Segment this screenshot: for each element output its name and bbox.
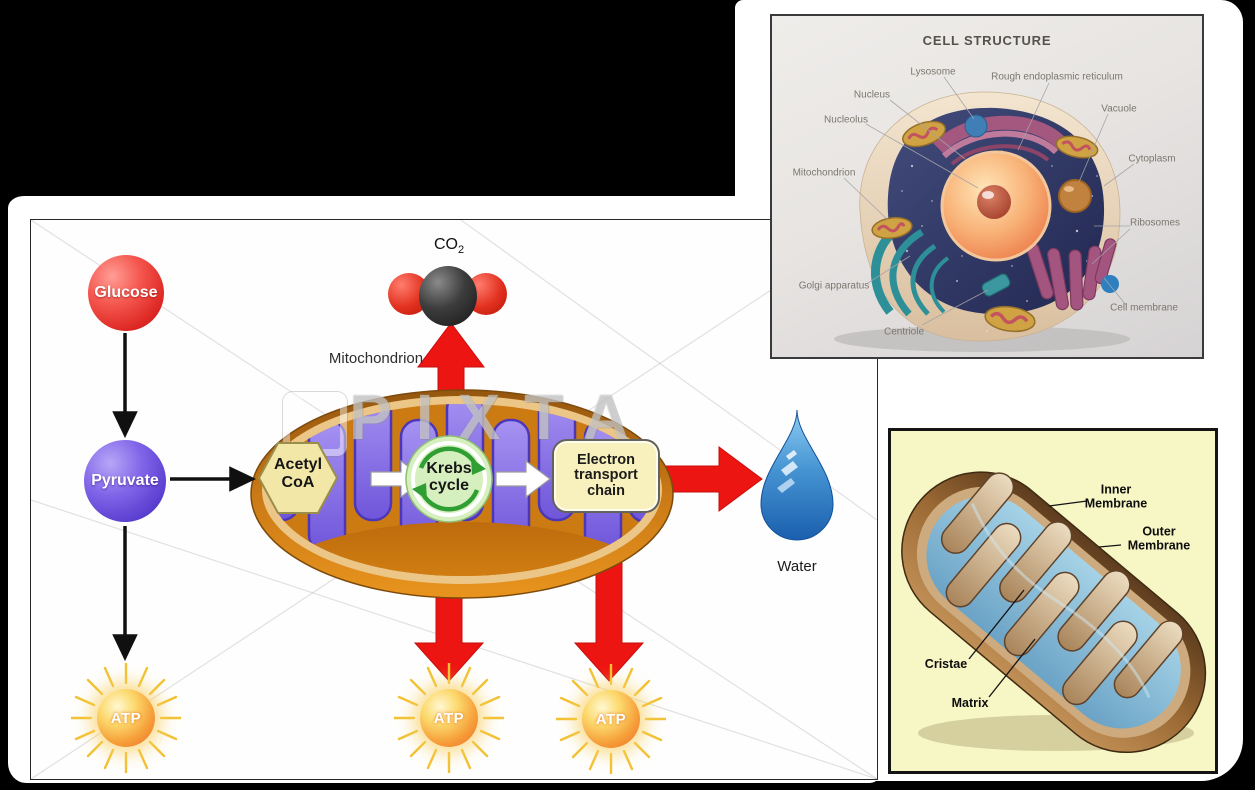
anatomy-leader-lines bbox=[968, 500, 1122, 698]
centriole-organelle bbox=[981, 273, 1011, 297]
cell-label-vacuole: Vacuole bbox=[1101, 103, 1137, 115]
cell-label-cytoplasm: Cytoplasm bbox=[1128, 153, 1176, 165]
water-label: Water bbox=[777, 558, 817, 575]
atp-ball: ATP bbox=[582, 690, 640, 748]
glucose-node: Glucose bbox=[88, 255, 164, 331]
anatomy-label-outer-membrane: Outer Membrane bbox=[1127, 524, 1191, 553]
vacuole-organelle bbox=[1058, 179, 1092, 213]
glucose-label: Glucose bbox=[94, 284, 158, 301]
mitochondrion-cross-section bbox=[901, 471, 1207, 754]
cell-label-cell-membrane: Cell membrane bbox=[1110, 302, 1178, 314]
mitochondrion-organelle bbox=[871, 120, 1099, 333]
sunburst-rays bbox=[394, 663, 504, 773]
mitochondrion-label: Mitochondrion bbox=[328, 350, 424, 367]
anatomy-label-cristae: Cristae bbox=[924, 656, 968, 671]
atp-label: ATP bbox=[110, 709, 142, 727]
respiration-overlay bbox=[112, 333, 551, 662]
cell-label-lysosome: Lysosome bbox=[910, 66, 956, 78]
sunburst-rays bbox=[71, 663, 181, 773]
mitochondrion-anatomy-panel[interactable]: Inner Membrane Outer Membrane Cristae Ma… bbox=[888, 428, 1218, 774]
cell-structure-panel[interactable]: CELL STRUCTURE bbox=[770, 14, 1204, 359]
anatomy-label-inner-membrane: Inner Membrane bbox=[1084, 482, 1148, 511]
atp-ball: ATP bbox=[97, 689, 155, 747]
cell-label-centriole: Centriole bbox=[883, 326, 925, 338]
sunburst-rays bbox=[556, 664, 666, 774]
arrow-krebs-to-etc bbox=[495, 459, 551, 499]
electron-transport-chain-node: Electron transport chain bbox=[552, 439, 660, 513]
cell-label-golgi: Golgi apparatus bbox=[798, 280, 870, 292]
ribosome-dot bbox=[1101, 275, 1119, 293]
atp-label: ATP bbox=[595, 710, 627, 728]
co2-label: CO2 bbox=[433, 236, 465, 257]
cell-structure-title: CELL STRUCTURE bbox=[922, 33, 1052, 48]
krebs-cycle-label: Krebs cycle bbox=[426, 460, 472, 495]
atp-burst-right: ATP bbox=[556, 664, 666, 774]
atp-ball: ATP bbox=[420, 689, 478, 747]
cell-illustration bbox=[834, 76, 1135, 352]
respiration-underlay bbox=[31, 220, 877, 779]
anatomy-label-matrix: Matrix bbox=[951, 695, 989, 710]
lysosome-organelle bbox=[964, 114, 988, 138]
etc-label: Electron transport chain bbox=[574, 451, 638, 499]
cell-label-mitochondrion: Mitochondrion bbox=[792, 167, 856, 179]
cell-label-rough-er: Rough endoplasmic reticulum bbox=[991, 71, 1123, 83]
atp-burst-left: ATP bbox=[71, 663, 181, 773]
acetyl-coa-label: Acetyl CoA bbox=[273, 456, 323, 491]
cristae-folds bbox=[940, 472, 1184, 706]
nucleolus-organelle bbox=[977, 185, 1011, 219]
cell-label-ribosomes: Ribosomes bbox=[1129, 217, 1181, 229]
cell-label-nucleus: Nucleus bbox=[853, 89, 891, 101]
co2-carbon-atom bbox=[419, 266, 477, 326]
pyruvate-node: Pyruvate bbox=[84, 440, 166, 522]
leader-lines bbox=[843, 76, 1135, 326]
atp-burst-middle: ATP bbox=[394, 663, 504, 773]
acetyl-coa-hexagon bbox=[257, 442, 339, 514]
endoplasmic-reticulum-top bbox=[933, 115, 1068, 166]
water-droplet bbox=[760, 409, 834, 541]
cellular-respiration-diagram[interactable]: PIXTA bbox=[30, 219, 878, 780]
pyruvate-label: Pyruvate bbox=[91, 472, 159, 489]
cell-label-nucleolus: Nucleolus bbox=[824, 114, 868, 126]
atp-label: ATP bbox=[433, 709, 465, 727]
